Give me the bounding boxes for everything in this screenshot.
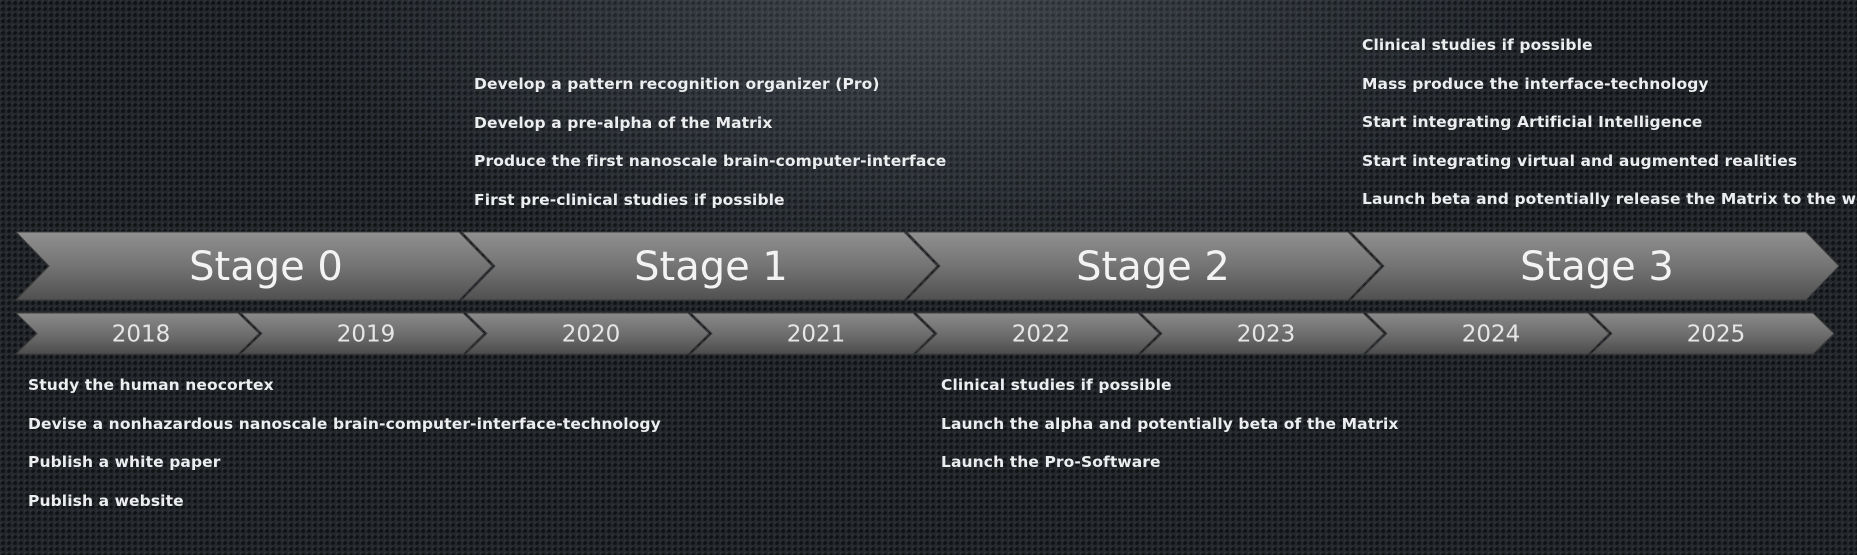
stage-3-chevron (1349, 231, 1840, 301)
task-item: Develop a pre-alpha of the Matrix (474, 113, 773, 132)
year-label: 2020 (562, 322, 621, 348)
stage-0-chevron (14, 231, 493, 301)
stage-1-chevron (460, 231, 938, 301)
stage-2-task-list: Clinical studies if possible Launch the … (941, 366, 1399, 482)
stage-0-label: Stage 0 (189, 244, 343, 290)
stage-2-chevron (905, 231, 1382, 301)
task-item: Launch the alpha and potentially beta of… (941, 414, 1399, 433)
task-item: Launch beta and potentially release the … (1362, 190, 1857, 208)
year-chevron (1139, 312, 1385, 355)
stage-2-label: Stage 2 (1076, 244, 1230, 290)
task-item: Produce the first nanoscale brain-comput… (474, 152, 947, 170)
year-label: 2021 (787, 322, 846, 348)
year-label: 2023 (1237, 322, 1296, 348)
task-item: Publish a website (28, 491, 184, 510)
stage-0-task-list: Study the human neocortex Devise a nonha… (28, 366, 661, 520)
year-chevron (1364, 312, 1610, 355)
year-chevron (14, 312, 260, 355)
stage-3-task-list: Clinical studies if possible Mass produc… (1362, 26, 1857, 219)
stage-3-label: Stage 3 (1520, 244, 1674, 290)
year-label: 2022 (1012, 322, 1071, 348)
task-item: Develop a pattern recognition organizer … (474, 75, 880, 93)
year-chevron (914, 312, 1160, 355)
year-chevron (689, 312, 935, 355)
task-item: Devise a nonhazardous nanoscale brain-co… (28, 414, 661, 433)
stage-1-label: Stage 1 (634, 244, 788, 290)
year-label: 2024 (1462, 322, 1521, 348)
year-label: 2025 (1687, 322, 1746, 348)
task-item: Clinical studies if possible (941, 376, 1172, 394)
stage-chevrons: Stage 0 Stage 1 Stage 2 Stage 3 (14, 231, 1840, 301)
task-item: Start integrating virtual and augmented … (1362, 151, 1798, 170)
task-item: First pre-clinical studies if possible (474, 190, 785, 209)
task-item: Clinical studies if possible (1362, 36, 1593, 54)
year-chevrons: 2018 2019 2020 2021 2022 2023 2024 2025 (14, 312, 1835, 355)
year-label: 2018 (112, 322, 171, 348)
task-item: Launch the Pro-Software (941, 453, 1161, 471)
stage-1-task-list: Develop a pattern recognition organizer … (474, 65, 946, 219)
task-item: Study the human neocortex (28, 376, 274, 394)
task-item: Publish a white paper (28, 453, 221, 471)
year-chevron (1589, 312, 1835, 355)
year-chevron (239, 312, 485, 355)
task-item: Mass produce the interface-technology (1362, 74, 1709, 93)
year-chevron (464, 312, 710, 355)
task-item: Start integrating Artificial Intelligenc… (1362, 113, 1703, 131)
year-label: 2019 (337, 322, 396, 348)
